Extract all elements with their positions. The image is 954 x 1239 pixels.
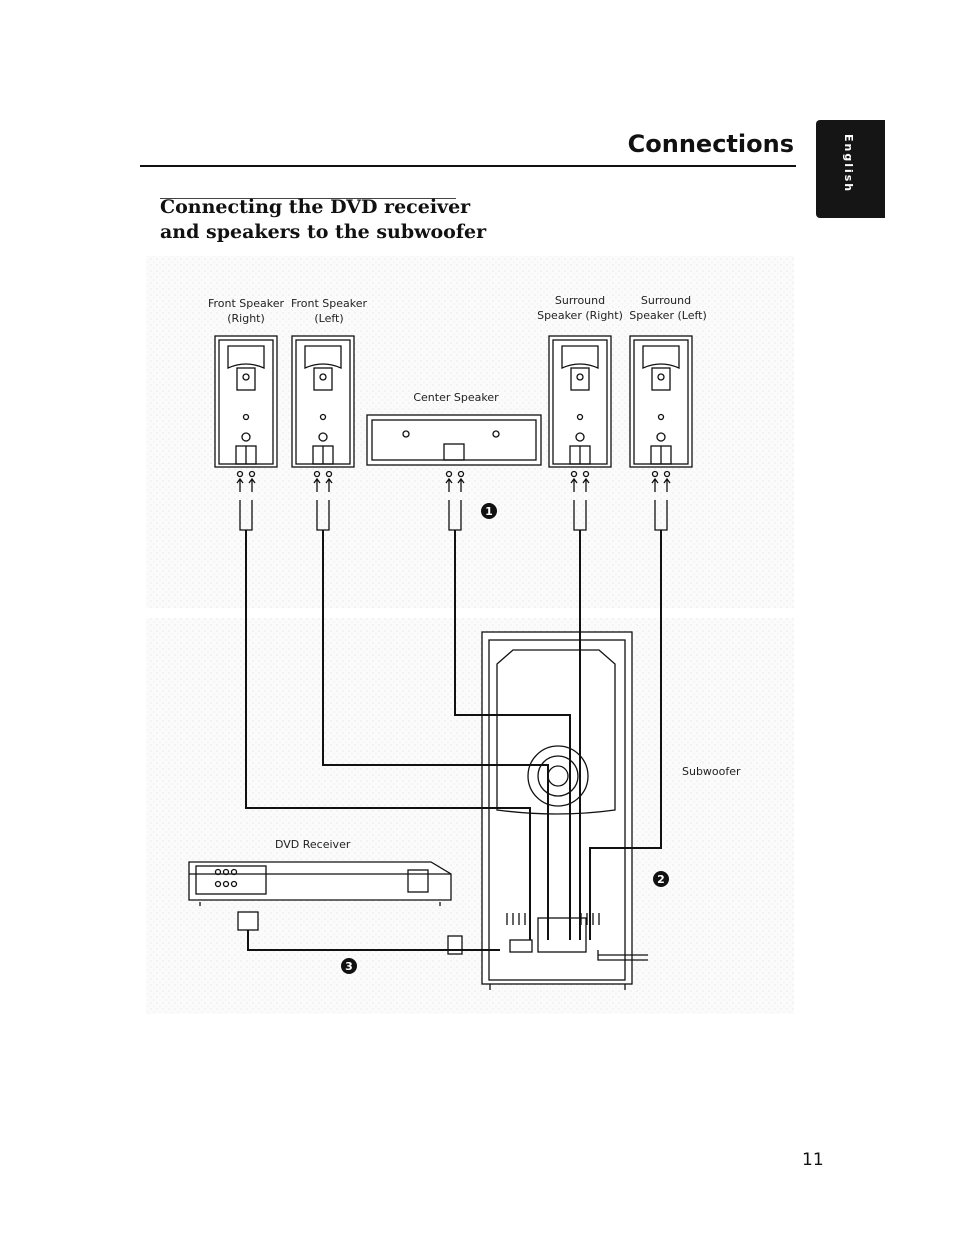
language-tab: English [816, 120, 885, 218]
step-marker-3-label: 3 [345, 960, 353, 973]
page-title: Connections [627, 130, 794, 158]
surround-right-label-line2: Speaker (Right) [537, 309, 623, 322]
lower-background-panel [146, 618, 794, 1014]
front-right-label-line2: (Right) [227, 312, 265, 325]
page-number: 11 [802, 1150, 824, 1170]
step-marker-1: 1 [481, 503, 497, 519]
front-left-label-line1: Front Speaker [291, 297, 368, 310]
step-marker-1-label: 1 [485, 505, 493, 518]
step-marker-3: 3 [341, 958, 357, 974]
section-heading: Connecting the DVD receiver and speakers… [160, 195, 500, 245]
surround-speaker-left [629, 335, 693, 531]
surround-right-label-line1: Surround [555, 294, 605, 307]
surround-left-label-line1: Surround [641, 294, 691, 307]
section-heading-line1: Connecting the DVD receiver [160, 196, 471, 218]
front-speaker-left [291, 335, 355, 531]
section-heading-line2: and speakers to the subwoofer [160, 221, 487, 243]
header-rule [140, 165, 796, 167]
center-speaker-label: Center Speaker [413, 391, 499, 404]
subwoofer-label: Subwoofer [682, 765, 741, 778]
surround-left-label-line2: Speaker (Left) [629, 309, 707, 322]
dvd-receiver-label: DVD Receiver [275, 838, 351, 851]
step-marker-2: 2 [653, 871, 669, 887]
subwoofer-unit [481, 631, 648, 990]
speaker-cables [245, 530, 662, 951]
surround-speaker-right [548, 335, 612, 531]
front-right-label-line1: Front Speaker [208, 297, 285, 310]
section-rule [160, 198, 456, 199]
front-left-label-line2: (Left) [314, 312, 343, 325]
front-speaker-right [214, 335, 278, 531]
center-speaker [366, 414, 542, 531]
language-tab-label: English [842, 134, 855, 194]
step-marker-2-label: 2 [657, 873, 665, 886]
